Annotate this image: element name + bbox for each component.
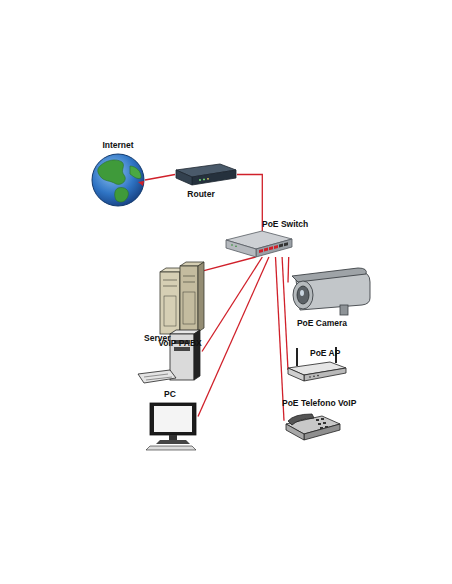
network-cable bbox=[204, 257, 256, 271]
phone-node: PoE Telefono VoIP bbox=[284, 412, 342, 441]
router-node: Router bbox=[175, 163, 237, 186]
device-label: PoE Switch bbox=[262, 219, 308, 229]
router-icon bbox=[176, 164, 236, 185]
network-cable bbox=[276, 257, 285, 421]
server-node: Server bbox=[134, 334, 202, 384]
device-label: PoE AP bbox=[310, 348, 340, 358]
pc-icon bbox=[146, 403, 196, 450]
device-label: Internet bbox=[102, 140, 133, 150]
server-icon bbox=[138, 330, 200, 383]
device-label: PC bbox=[164, 389, 176, 399]
network-cable bbox=[237, 175, 262, 232]
access-point-node: PoE AP bbox=[288, 362, 348, 382]
pabx-node: VoIP PABX bbox=[158, 262, 204, 334]
pc-node: PC bbox=[146, 402, 198, 450]
device-label: PoE Telefono VoIP bbox=[282, 398, 356, 408]
network-cable bbox=[202, 257, 262, 352]
globe-icon bbox=[92, 154, 144, 206]
phone-icon bbox=[286, 414, 340, 440]
switch-icon bbox=[226, 231, 292, 257]
device-label: Server bbox=[144, 333, 170, 343]
pabx-icon bbox=[160, 262, 204, 334]
device-label: Router bbox=[187, 189, 214, 199]
device-label: PoE Camera bbox=[297, 318, 347, 328]
cloud-node: Internet bbox=[91, 153, 145, 207]
switch-node: PoE Switch bbox=[226, 231, 292, 257]
camera-icon bbox=[292, 268, 370, 315]
access-point-icon bbox=[288, 347, 346, 381]
network-cable bbox=[287, 257, 289, 282]
camera-node: PoE Camera bbox=[288, 268, 372, 316]
network-cable bbox=[198, 257, 269, 416]
network-cable bbox=[282, 257, 288, 370]
network-cable bbox=[145, 175, 175, 181]
